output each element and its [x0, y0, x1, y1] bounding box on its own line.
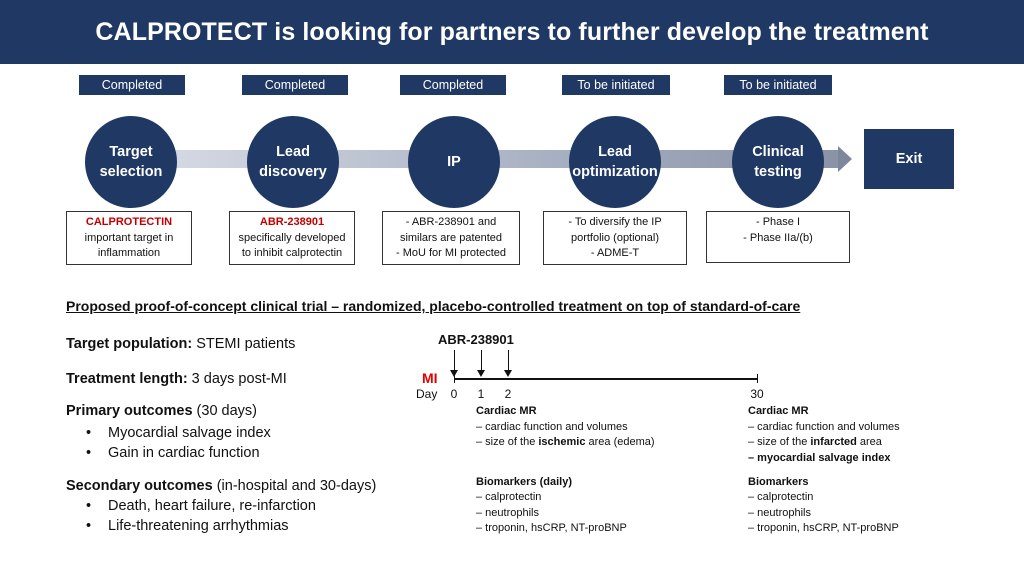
timeline-tick [454, 374, 455, 383]
mr-title: Cardiac MR [748, 405, 809, 417]
dose-arrow [508, 350, 509, 371]
list-item: Death, heart failure, re-infarction [86, 498, 316, 514]
day-number: 2 [504, 387, 512, 401]
stage-note-target-selection: CALPROTECTIN important target in inflamm… [66, 211, 192, 265]
note-line: - To diversify the IP [568, 216, 662, 228]
day-label: Day [416, 387, 438, 401]
stage-label: discovery [259, 164, 327, 180]
note-line: inflammation [97, 247, 161, 259]
biomarker-item: – neutrophils [748, 506, 811, 519]
biomarker-item: – calprotectin [748, 491, 814, 503]
note-highlight: ABR-238901 [259, 216, 325, 228]
mi-label: MI [422, 370, 438, 386]
stage-label: testing [754, 164, 802, 180]
day-number: 1 [477, 387, 485, 401]
dose-arrowhead [450, 370, 458, 377]
stage-status-lead-discovery: Completed [242, 75, 348, 95]
biomarker-item: – calprotectin [476, 491, 542, 503]
note-line: - Phase I [755, 216, 801, 228]
note-line: - MoU for MI protected [395, 247, 507, 259]
mr-line: – cardiac function and volumes [748, 420, 900, 433]
mr-line: – cardiac function and volumes [476, 420, 628, 433]
biomarkers-title: Biomarkers (daily) [476, 475, 572, 488]
note-line: - ABR-238901 and [405, 216, 497, 228]
timeline-axis [454, 378, 758, 380]
stage-note-lead-optimization: - To diversify the IP portfolio (optiona… [543, 211, 687, 265]
trial-title: Proposed proof-of-concept clinical trial… [66, 298, 801, 314]
stage-label: Clinical [752, 144, 804, 160]
note-line: - ADME-T [590, 247, 640, 259]
biomarker-item: – troponin, hsCRP, NT-proBNP [748, 522, 899, 534]
mr-line: – myocardial salvage index [748, 451, 891, 464]
mr-line: – size of the infarcted area [748, 436, 882, 448]
note-line: specifically developed [238, 231, 346, 244]
dose-arrowhead [504, 370, 512, 377]
stage-label: IP [447, 154, 461, 170]
stage-status-clinical-testing: To be initiated [724, 75, 832, 95]
list-item: Myocardial salvage index [86, 425, 271, 441]
mr-title: Cardiac MR [476, 405, 537, 417]
early-measures: Cardiac MR – cardiac function and volume… [476, 404, 655, 537]
stage-note-ip: - ABR-238901 and similars are patented -… [382, 211, 520, 265]
note-line: portfolio (optional) [570, 231, 660, 244]
stage-circle-lead-discovery: Lead discovery [247, 116, 339, 208]
list-item: Life-threatening arrhythmias [86, 518, 289, 534]
page-title: CALPROTECT is looking for partners to fu… [95, 17, 929, 46]
stage-circle-ip: IP [408, 116, 500, 208]
timeline-tick [757, 374, 758, 383]
primary-outcomes: Primary outcomes (30 days) [66, 403, 258, 419]
dose-arrowhead [477, 370, 485, 377]
target-population: Target population: STEMI patients [66, 336, 296, 352]
title-banner: CALPROTECT is looking for partners to fu… [0, 0, 1024, 64]
note-line: important target in [84, 231, 174, 244]
day-number: 0 [450, 387, 458, 401]
late-measures: Cardiac MR – cardiac function and volume… [748, 404, 900, 537]
day-number: 30 [750, 387, 764, 401]
biomarker-item: – troponin, hsCRP, NT-proBNP [476, 522, 627, 534]
secondary-outcomes: Secondary outcomes (in-hospital and 30-d… [66, 478, 377, 494]
note-highlight: CALPROTECTIN [85, 216, 173, 228]
dose-arrow [481, 350, 482, 371]
stage-note-lead-discovery: ABR-238901 specifically developed to inh… [229, 211, 355, 265]
drug-label: ABR-238901 [438, 332, 514, 347]
stage-circle-lead-optimization: Lead optimization [569, 116, 661, 208]
exit-box: Exit [864, 129, 954, 189]
stage-circle-target-selection: Target selection [85, 116, 177, 208]
stage-label: Lead [598, 144, 632, 160]
note-line: to inhibit calprotectin [241, 247, 343, 259]
stage-status-ip: Completed [400, 75, 506, 95]
stage-label: selection [99, 164, 163, 180]
note-line: - Phase IIa/(b) [743, 231, 813, 244]
list-item: Gain in cardiac function [86, 445, 260, 461]
mr-line: – size of the ischemic area (edema) [476, 436, 655, 448]
stage-circle-clinical-testing: Clinical testing [732, 116, 824, 208]
dose-arrow [454, 350, 455, 371]
stage-status-target-selection: Completed [79, 75, 185, 95]
stage-note-clinical-testing: - Phase I - Phase IIa/(b) [706, 211, 850, 263]
stage-status-lead-optimization: To be initiated [562, 75, 670, 95]
biomarkers-title: Biomarkers [748, 475, 809, 488]
biomarker-item: – neutrophils [476, 506, 539, 519]
progress-arrow-head [838, 146, 852, 172]
note-line: similars are patented [399, 231, 503, 244]
trial-timeline: ABR-238901 MI Day 0 1 2 30 [410, 330, 790, 401]
treatment-length: Treatment length: 3 days post-MI [66, 371, 287, 387]
stage-label: Target [109, 144, 153, 160]
stage-label: Lead [276, 144, 310, 160]
stage-label: optimization [572, 164, 658, 180]
